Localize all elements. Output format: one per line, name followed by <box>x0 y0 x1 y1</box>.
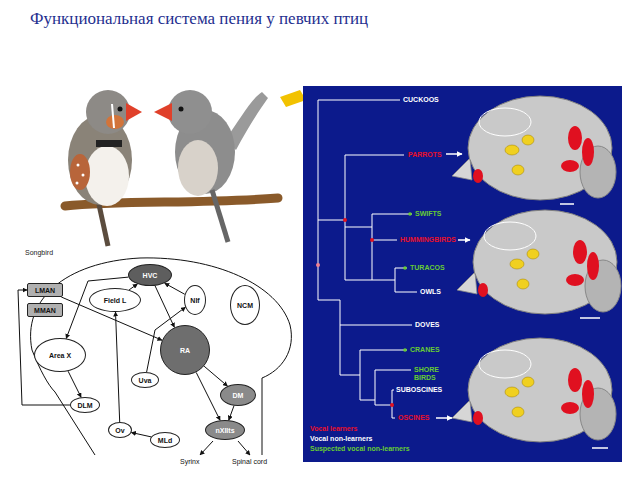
pathway-arrow <box>204 366 227 386</box>
pathway-arrow <box>165 283 185 294</box>
brain-nucleus: NIf <box>184 285 206 315</box>
pathway-arrow <box>229 406 234 421</box>
brain-nucleus: Uva <box>131 372 159 388</box>
label-text: SUBOSCINES <box>396 386 442 394</box>
legend-entry: Suspected vocal non-learners <box>310 445 410 453</box>
nucleus-label: Uva <box>139 377 152 384</box>
label-text: Syrinx <box>180 458 199 466</box>
label-text: TURACOS <box>410 264 445 272</box>
brain-nucleus: DLM <box>70 397 100 413</box>
label-text: CRANES <box>410 346 440 354</box>
nucleus-label: NCM <box>237 302 253 309</box>
nucleus-label: HVC <box>143 272 158 279</box>
nucleus-label: nXIIts <box>215 427 234 434</box>
nucleus-label: Ov <box>115 427 124 434</box>
label-text: Songbird <box>25 249 53 257</box>
label-text: SWIFTS <box>415 210 441 218</box>
nucleus-label: Field L <box>104 297 127 304</box>
legend-text: Vocal non-learners <box>310 435 373 442</box>
nucleus-label: MLd <box>158 437 172 444</box>
pathway-arrow <box>116 312 120 422</box>
nucleus-label: MMAN <box>34 307 56 314</box>
brain-nucleus: HVC <box>128 264 172 286</box>
nucleus-box: MMAN <box>27 303 63 317</box>
brain-nucleus: Field L <box>89 288 141 312</box>
label-text: OWLS <box>420 288 441 296</box>
nucleus-label: DLM <box>77 402 92 409</box>
legend-entry: Vocal learners <box>310 425 357 433</box>
brain-nucleus: Area X <box>34 338 86 372</box>
nucleus-label: LMAN <box>35 287 55 294</box>
label-text: PARROTS <box>408 151 442 159</box>
nucleus-label: RA <box>180 347 190 354</box>
label-text: CUCKOOS <box>403 96 439 104</box>
brain-nucleus: nXIIts <box>205 420 245 440</box>
title: Функциональная система пения у певчих пт… <box>30 10 368 29</box>
brain-nucleus: NCM <box>230 285 260 325</box>
nucleus-label: DM <box>233 392 244 399</box>
brain-nucleus: Ov <box>108 422 132 438</box>
brain-nucleus: RA <box>160 325 210 375</box>
brain-nucleus: DM <box>220 384 256 406</box>
pathway-arrow <box>155 286 174 328</box>
pathway-arrow <box>196 372 220 420</box>
pathway-arrow <box>68 371 81 397</box>
nucleus-label: NIf <box>190 297 199 304</box>
label-text: DOVES <box>415 321 440 329</box>
brain-nucleus: MLd <box>150 432 180 448</box>
label-text: Spinal cord <box>232 458 267 466</box>
nucleus-label: Area X <box>49 352 71 359</box>
pathway-arrow <box>131 433 151 437</box>
label-text: SHORE BIRDS <box>414 366 446 381</box>
label-text: HUMMINGBIRDS <box>400 236 456 244</box>
legend-text: Suspected vocal non-learners <box>310 445 410 452</box>
pathway-arrow <box>61 297 162 340</box>
label-text: OSCINES <box>398 414 430 422</box>
pathway-arrow <box>129 284 137 290</box>
legend-entry: Vocal non-learners <box>310 435 373 443</box>
legend-text: Vocal learners <box>310 425 357 432</box>
nucleus-box: LMAN <box>27 283 63 297</box>
